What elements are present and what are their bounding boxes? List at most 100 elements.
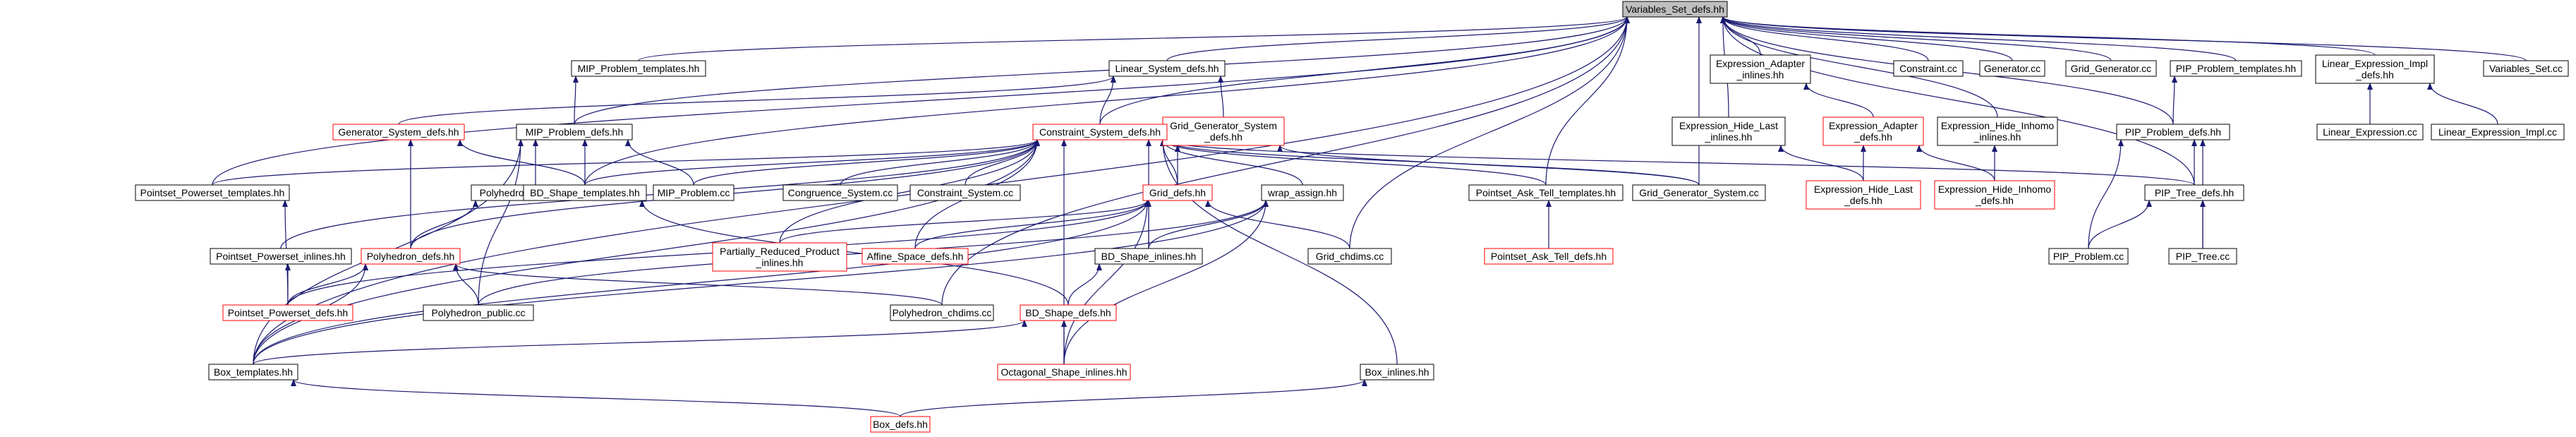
node-ps_pw_tmpl[interactable]: Pointset_Powerset_templates.hh: [135, 184, 290, 201]
node-box: [2168, 248, 2237, 265]
node-poly_public[interactable]: Polyhedron_public.cc: [423, 304, 534, 321]
node-label: Linear_System_defs.hh: [1115, 63, 1219, 74]
node-ps_at_tmpl[interactable]: Pointset_Ask_Tell_templates.hh: [1468, 184, 1623, 201]
edge-poly_chdims-to-root: [941, 16, 1630, 306]
node-label: Octagonal_Shape_inlines.hh: [1000, 366, 1127, 378]
node-mip_tmpl[interactable]: MIP_Problem_templates.hh: [571, 60, 706, 77]
node-lin_sys[interactable]: Linear_System_defs.hh: [1108, 60, 1226, 77]
node-label: MIP_Problem.cc: [658, 187, 730, 198]
node-box: [1710, 54, 1811, 84]
node-box: [423, 304, 534, 321]
edge-congr_sys_cc-to-con_sys_defs: [840, 139, 1040, 186]
node-vars_set_cc[interactable]: Variables_Set.cc: [2483, 60, 2569, 77]
node-bd_defs[interactable]: BD_Shape_defs.hh: [1020, 304, 1117, 321]
edge-ps_at_tmpl-to-con_sys_defs: [1160, 139, 1547, 186]
node-con_sys_defs[interactable]: Constraint_System_defs.hh: [1032, 124, 1168, 140]
node-expr_adapter_inl[interactable]: Expression_Adapter_inlines.hh: [1710, 54, 1811, 84]
edge-bd_defs-to-bd_tmpl: [639, 200, 1069, 306]
node-label: PIP_Problem.cc: [2053, 251, 2124, 262]
node-pip_tree_defs[interactable]: PIP_Tree_defs.hh: [2144, 184, 2244, 201]
node-ps_at_defs[interactable]: Pointset_Ask_Tell_defs.hh: [1484, 248, 1614, 265]
node-wrap_assign[interactable]: wrap_assign.hh: [1261, 184, 1344, 201]
node-label: Polyhedron_public.cc: [431, 307, 525, 318]
node-lin_expr_impl_defs[interactable]: Linear_Expression_Impl_defs.hh: [2315, 54, 2435, 84]
node-box: [782, 184, 898, 201]
node-box: [1108, 60, 1226, 77]
node-box: [861, 248, 969, 265]
node-box: [1632, 184, 1766, 201]
node-box: [1934, 180, 2055, 210]
node-box: [2316, 124, 2424, 140]
node-gen_sys_defs[interactable]: Generator_System_defs.hh: [332, 124, 465, 140]
node-label: Box_inlines.hh: [1365, 366, 1429, 378]
node-box_inl[interactable]: Box_inlines.hh: [1360, 364, 1434, 381]
node-grid_gen_sys_defs[interactable]: Grid_Generator_System_defs.hh: [1162, 116, 1285, 146]
node-label: Affine_Space_defs.hh: [867, 251, 964, 262]
node-poly_defs[interactable]: Polyhedron_defs.hh: [361, 248, 461, 265]
node-label: Pointset_Ask_Tell_defs.hh: [1491, 251, 1607, 262]
node-congr_sys_cc[interactable]: Congruence_System.cc: [782, 184, 898, 201]
node-generator_cc[interactable]: Generator.cc: [1979, 60, 2045, 77]
edge-grid_gen_sys_cc-to-con_sys_defs: [1160, 139, 1700, 186]
node-box: [208, 364, 298, 381]
node-constraint_cc[interactable]: Constraint.cc: [1893, 60, 1964, 77]
node-ps_pw_defs[interactable]: Pointset_Powerset_defs.hh: [222, 304, 353, 321]
node-expr_hide_inhomo_defs[interactable]: Expression_Hide_Inhomo_defs.hh: [1934, 180, 2055, 210]
node-lin_expr_cc[interactable]: Linear_Expression.cc: [2316, 124, 2424, 140]
edge-mip_defs-to-root: [574, 16, 1630, 125]
node-label: BD_Shape_inlines.hh: [1101, 251, 1197, 262]
node-pip_defs[interactable]: PIP_Problem_defs.hh: [2116, 124, 2230, 140]
node-root[interactable]: Variables_Set_defs.hh: [1622, 1, 1728, 18]
node-bd_inl[interactable]: BD_Shape_inlines.hh: [1094, 248, 1203, 265]
node-affine_defs[interactable]: Affine_Space_defs.hh: [861, 248, 969, 265]
node-label: Variables_Set_defs.hh: [1626, 4, 1724, 15]
edge-lin_sys-to-root: [1166, 16, 1630, 61]
edge-poly_chdims-to-poly_defs: [453, 263, 943, 306]
node-grid_gen_cc[interactable]: Grid_Generator.cc: [2065, 60, 2157, 77]
node-ps_pw_inl[interactable]: Pointset_Powerset_inlines.hh: [210, 248, 352, 265]
node-expr_adapter_defs[interactable]: Expression_Adapter_defs.hh: [1822, 116, 1924, 146]
edge-generator_cc-to-root: [1720, 16, 2013, 61]
node-bd_tmpl[interactable]: BD_Shape_templates.hh: [523, 184, 647, 201]
node-label: Box_templates.hh: [214, 366, 293, 378]
node-mip_defs[interactable]: MIP_Problem_defs.hh: [516, 124, 633, 140]
node-grid_chdims[interactable]: Grid_chdims.cc: [1307, 248, 1392, 265]
node-label: PIP_Tree.cc: [2176, 251, 2230, 262]
node-label: Constraint_System_defs.hh: [1039, 126, 1161, 138]
edge-bd_tmpl-to-con_sys_defs: [584, 139, 1040, 186]
node-grid_gen_sys_cc[interactable]: Grid_Generator_System.cc: [1632, 184, 1766, 201]
node-mip_cc[interactable]: MIP_Problem.cc: [653, 184, 734, 201]
node-label: BD_Shape_templates.hh: [530, 187, 640, 198]
node-label: PIP_Problem_templates.hh: [2176, 63, 2296, 74]
node-pip_problem_cc[interactable]: PIP_Problem.cc: [2048, 248, 2129, 265]
node-pip_tree_cc[interactable]: PIP_Tree.cc: [2168, 248, 2237, 265]
node-lin_expr_impl_cc[interactable]: Linear_Expression_Impl.cc: [2431, 124, 2565, 140]
node-oct_inl[interactable]: Octagonal_Shape_inlines.hh: [997, 364, 1131, 381]
node-prp_inl[interactable]: Partially_Reduced_Product_inlines.hh: [712, 242, 847, 272]
edge-box_defs-to-box_tmpl: [291, 379, 901, 417]
node-label: _defs.hh: [1854, 131, 1892, 143]
edge-mip_cc-to-mip_defs: [625, 139, 694, 186]
node-label: Grid_defs.hh: [1149, 187, 1206, 198]
node-grid_defs[interactable]: Grid_defs.hh: [1142, 184, 1213, 201]
node-box: [1622, 1, 1728, 18]
node-expr_hide_inhomo_inl[interactable]: Expression_Hide_Inhomo_inlines.hh: [1937, 116, 2058, 146]
edge-expr_hide_inhomo_defs-to-expr_adapter_defs: [1916, 145, 1995, 181]
edge-affine_defs-to-grid_defs: [914, 200, 1150, 249]
node-box: [890, 304, 994, 321]
edge-box_defs-to-box_inl: [900, 379, 1367, 417]
edge-box_tmpl-to-bd_defs: [253, 320, 1027, 365]
edge-gen_sys_defs-to-lin_sys: [398, 76, 1116, 125]
node-box: [1822, 116, 1924, 146]
node-label: Congruence_System.cc: [788, 187, 893, 198]
node-con_sys_cc[interactable]: Constraint_System.cc: [909, 184, 1021, 201]
node-label: Linear_Expression_Impl: [2322, 58, 2428, 69]
node-expr_hide_last_defs[interactable]: Expression_Hide_Last_defs.hh: [1806, 180, 1921, 210]
node-expr_hide_last_inl[interactable]: Expression_Hide_Last_inlines.hh: [1671, 116, 1786, 146]
node-box_defs[interactable]: Box_defs.hh: [870, 416, 931, 433]
node-box_tmpl[interactable]: Box_templates.hh: [208, 364, 298, 381]
node-poly_chdims[interactable]: Polyhedron_chdims.cc: [890, 304, 994, 321]
edge-pip_defs-to-pip_tmpl: [2171, 76, 2177, 125]
edge-con_sys_cc-to-con_sys_defs: [965, 139, 1040, 186]
node-pip_tmpl[interactable]: PIP_Problem_templates.hh: [2170, 60, 2302, 77]
